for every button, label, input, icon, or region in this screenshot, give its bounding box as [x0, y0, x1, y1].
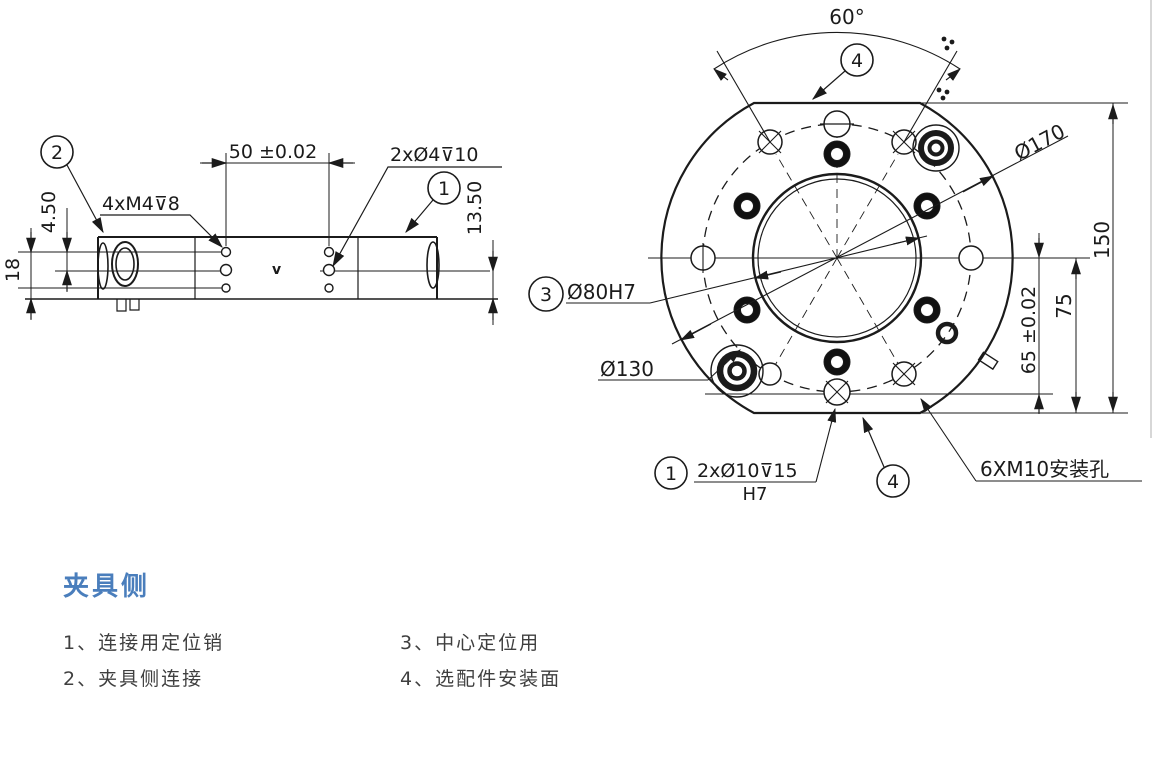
- side-m4-leader: [100, 214, 223, 248]
- front-pin-label-den: H7: [743, 484, 768, 505]
- side-dim-18-text: 18: [2, 258, 24, 282]
- side-reference-lines: [18, 251, 490, 289]
- front-balloon-4-bottom: [862, 416, 910, 498]
- front-balloon-3: [528, 276, 564, 312]
- front-pin-label-num: 2xØ10⊽15: [697, 460, 798, 482]
- front-screw-holes: [733, 140, 941, 376]
- side-balloon-1-num: 1: [438, 178, 450, 200]
- legend-item-3: 3、中心定位用: [400, 632, 541, 654]
- front-bolt-circle-holes: [690, 110, 984, 406]
- side-dim-1350-text: 13.50: [464, 181, 486, 235]
- front-m10-label: 6XM10安装孔: [980, 457, 1109, 481]
- front-dim-d170: [671, 135, 1069, 345]
- front-dim-65-text: 65 ±0.02: [1018, 286, 1040, 374]
- side-bottom-tabs: [116, 299, 140, 312]
- front-dim-d130: [598, 349, 741, 381]
- side-m4-label: 4xM4⊽8: [102, 193, 180, 215]
- side-balloon-2: [40, 135, 104, 234]
- front-dim-d80-text: Ø80H7: [567, 280, 636, 304]
- front-pin-label-leader: [694, 407, 837, 483]
- front-dim-60-text: 60°: [829, 5, 864, 29]
- front-side-tab: [977, 351, 999, 371]
- side-balloon-2-num: 2: [51, 142, 63, 164]
- side-balloon-1: [405, 171, 461, 233]
- front-balloon-1-num: 1: [665, 463, 677, 485]
- legend-heading: 夹具侧: [63, 572, 151, 602]
- front-dim-d80: [566, 235, 928, 304]
- front-balloon-4-top-num: 4: [851, 50, 863, 72]
- side-holes: [219, 246, 336, 293]
- side-end-faces: [97, 241, 440, 290]
- side-view: [18, 135, 502, 325]
- side-dim-450-text: 4.50: [38, 191, 60, 233]
- side-dim-50-text: 50 ±0.02: [229, 141, 317, 163]
- crossed-hole: [823, 378, 851, 406]
- front-bore-inner: [757, 178, 917, 338]
- front-m10-label-leader: [920, 398, 1142, 482]
- front-dim-150-text: 150: [1090, 221, 1114, 259]
- front-small-pin-hole: [935, 321, 959, 345]
- side-d4-leader: [332, 166, 502, 268]
- surface-mark-dots: [936, 36, 955, 101]
- side-view-texts: 2 1 50 ±0.02 4xM4⊽8 2xØ4⊽10 4.50 18 13.5…: [2, 141, 486, 282]
- side-d4-label: 2xØ4⊽10: [390, 144, 478, 166]
- legend-item-4: 4、选配件安装面: [400, 668, 562, 690]
- front-dim-d130-text: Ø130: [600, 357, 654, 381]
- front-balloon-4-top: [812, 43, 874, 100]
- side-check-mark: v: [272, 262, 281, 278]
- front-bore-outer: [751, 172, 923, 344]
- legend-item-1: 1、连接用定位销: [63, 632, 225, 654]
- legend-item-2: 2、夹具侧连接: [63, 668, 204, 690]
- front-dim-60: [713, 31, 961, 143]
- front-view: [528, 31, 1142, 498]
- side-dim-50: [200, 153, 355, 246]
- front-balloon-1-bottom: [654, 456, 688, 490]
- crossed-hole: [891, 361, 917, 387]
- page-right-rule: [1150, 0, 1152, 438]
- front-dim-75-text: 75: [1052, 293, 1076, 318]
- front-balloon-3-num: 3: [540, 284, 552, 306]
- front-balloon-4-bottom-num: 4: [887, 471, 899, 493]
